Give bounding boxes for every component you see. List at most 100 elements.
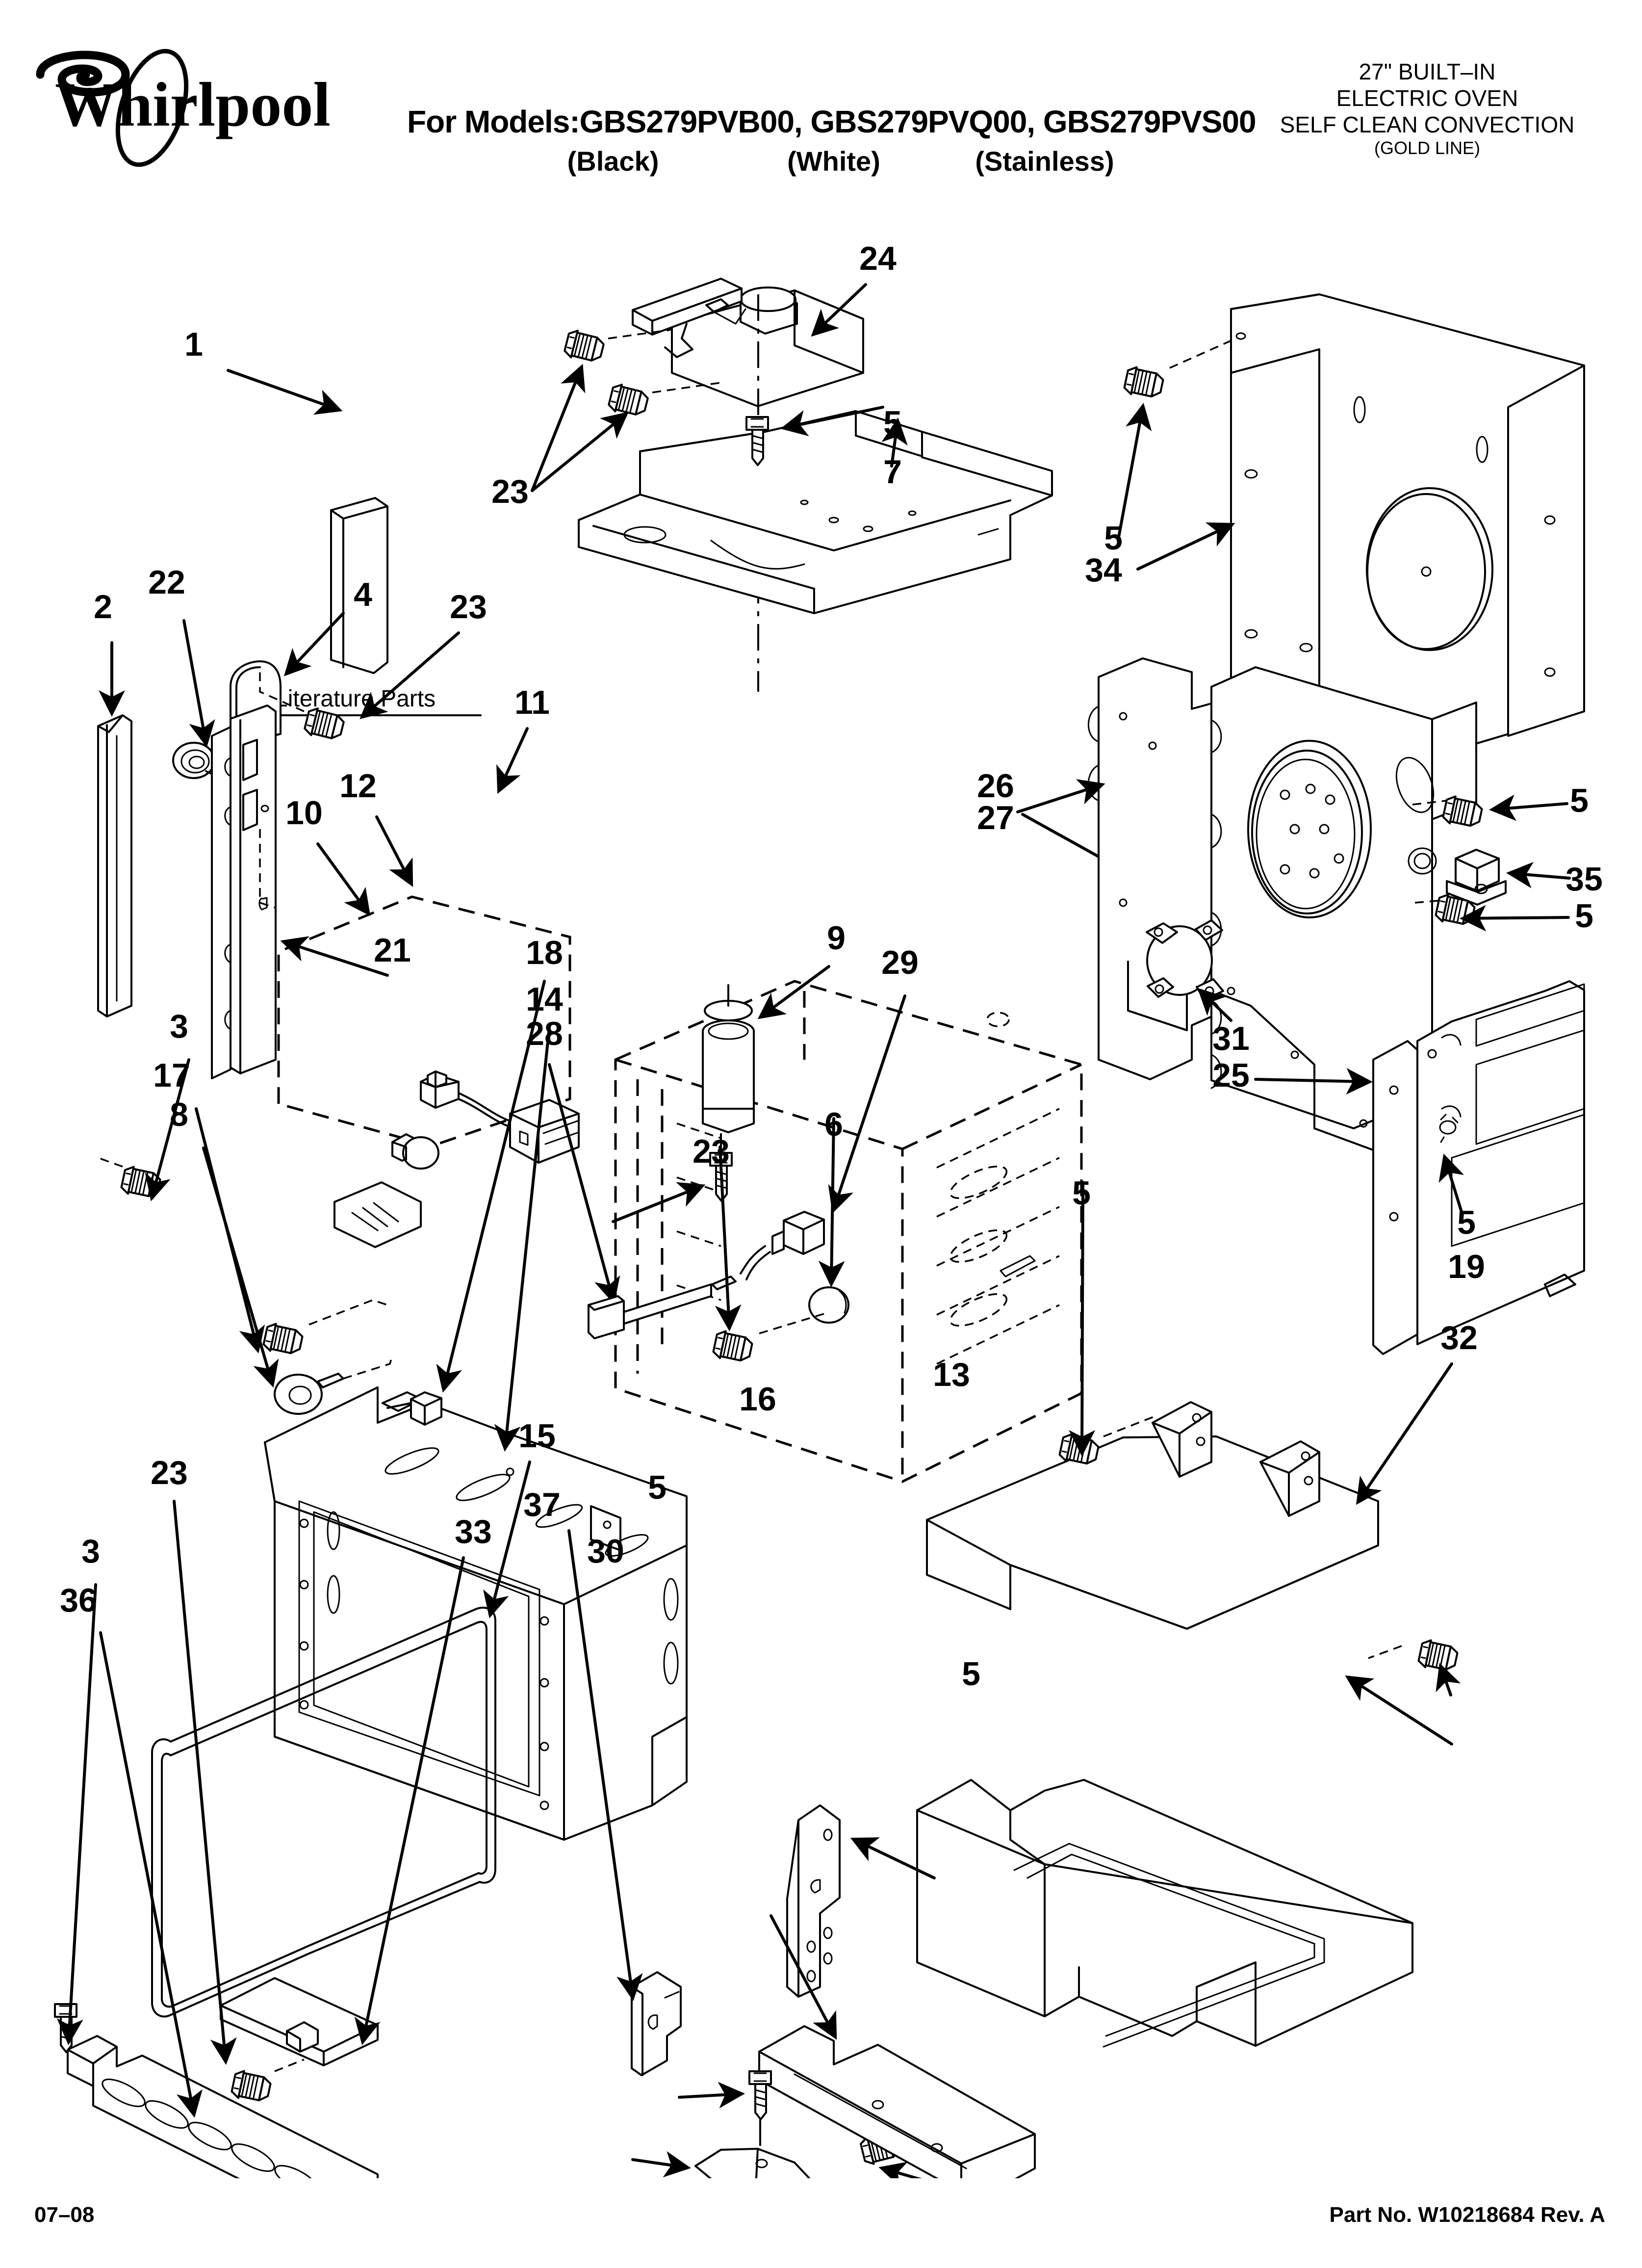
dash-23d xyxy=(274,2059,305,2072)
screw-23-bottom xyxy=(230,2068,273,2105)
leader-21 xyxy=(280,936,389,977)
callout-number-9: 9 xyxy=(827,919,846,957)
callout-number-17: 17 xyxy=(153,1057,190,1094)
product-spec: 27" BUILT–IN ELECTRIC OVEN SELF CLEAN CO… xyxy=(1211,59,1642,159)
leader-30 xyxy=(631,2151,691,2178)
spec-feature: SELF CLEAN CONVECTION xyxy=(1280,111,1575,137)
spec-type: ELECTRIC OVEN xyxy=(1336,85,1518,111)
leader-23a xyxy=(531,364,586,492)
part-rear-access-cover xyxy=(1372,980,1585,1355)
leader-24 xyxy=(811,283,867,337)
leader-5f xyxy=(1436,1663,1461,1696)
screw-5-rear xyxy=(1122,365,1166,401)
callout-number-16: 16 xyxy=(739,1381,776,1418)
dash-5c xyxy=(1412,800,1447,806)
leader-29 xyxy=(828,994,906,1214)
callout-number-23: 23 xyxy=(491,473,529,510)
callout-number-35: 35 xyxy=(1565,860,1603,898)
leader-22 xyxy=(182,619,215,748)
leader-14 xyxy=(494,1026,551,1452)
part-lamp-lens xyxy=(334,1181,422,1248)
dash-5f xyxy=(1368,1645,1402,1659)
part-door-latch-motor-assembly xyxy=(632,278,864,407)
literature-parts-label: Literature Parts xyxy=(275,686,436,712)
callout-number-19: 19 xyxy=(1448,1248,1485,1285)
callout-number-5: 5 xyxy=(962,1655,980,1693)
callout-number-27: 27 xyxy=(977,799,1014,836)
part-bottom-shield xyxy=(926,1401,1379,1630)
finish-stainless: (Stainless) xyxy=(975,146,1114,177)
callout-number-32: 32 xyxy=(1440,1319,1478,1356)
callout-number-31: 31 xyxy=(1212,1020,1250,1057)
leader-33 xyxy=(354,1556,465,2045)
leader-5d xyxy=(1460,905,1570,932)
callout-number-5: 5 xyxy=(1575,897,1593,935)
screw-23-cavity xyxy=(711,1329,755,1365)
leader-23b xyxy=(531,412,629,492)
leader-7 xyxy=(881,417,908,468)
leader-5b xyxy=(1117,403,1152,541)
part-oven-light-assembly xyxy=(277,895,580,1248)
callout-number-12: 12 xyxy=(339,767,377,805)
leader-15 xyxy=(483,1460,531,1618)
leader-5f-dummy xyxy=(1438,1153,1464,1213)
leader-28 xyxy=(548,1063,620,1304)
screw-23-left xyxy=(302,705,347,743)
callout-number-23: 23 xyxy=(151,1454,188,1491)
part-front-rail xyxy=(758,2025,1036,2178)
dash-23-left xyxy=(259,672,305,712)
part-oven-top-panel xyxy=(578,410,1053,614)
dash-5e xyxy=(1103,1416,1154,1437)
callout-number-3: 3 xyxy=(81,1533,100,1570)
leader-35 xyxy=(1506,861,1571,888)
callout-number-15: 15 xyxy=(518,1417,556,1455)
callout-number-24: 24 xyxy=(859,240,897,277)
leader-25 xyxy=(1254,1068,1373,1095)
callout-number-36: 36 xyxy=(60,1582,97,1619)
models-line: For Models:GBS279PVB00, GBS279PVQ00, GBS… xyxy=(407,104,1257,139)
part-oven-lamp xyxy=(391,1133,439,1170)
callout-number-5: 5 xyxy=(1457,1204,1476,1241)
leader-23d xyxy=(173,1500,237,2065)
callout-number-5: 5 xyxy=(648,1469,667,1506)
dash-5d xyxy=(1414,900,1438,904)
callout-number-30: 30 xyxy=(587,1533,624,1570)
callout-number-29: 29 xyxy=(881,944,919,981)
callout-number-28: 28 xyxy=(526,1015,563,1052)
screw-5-clip xyxy=(748,2070,772,2120)
dash-3-left xyxy=(98,1157,123,1168)
screw-3-bottom xyxy=(54,2003,77,2053)
dash-23-left2 xyxy=(259,829,275,909)
leader-10 xyxy=(316,842,371,916)
leader-16 xyxy=(770,1914,837,2040)
callout-number-21: 21 xyxy=(374,932,411,969)
screw-23-upper-a xyxy=(562,328,607,365)
part-door-handle-frame xyxy=(151,1607,496,2018)
callout-number-11: 11 xyxy=(514,684,550,721)
callout-number-5: 5 xyxy=(1072,1174,1091,1212)
part-cavity-plug xyxy=(808,1286,849,1324)
part-bracket-clip xyxy=(1446,849,1507,906)
part-rear-panel xyxy=(1230,293,1585,754)
leader-5h xyxy=(878,2162,922,2178)
leader-4 xyxy=(283,612,345,677)
callout-number-5: 5 xyxy=(883,404,902,442)
dash-8 xyxy=(343,1355,393,1380)
finish-white: (White) xyxy=(787,146,880,177)
callout-number-2: 2 xyxy=(94,588,112,626)
leader-3b xyxy=(56,1583,97,2045)
part-lamp-housing xyxy=(509,1099,580,1164)
part-vent-trim xyxy=(67,2035,379,2178)
screw-5-shield-right xyxy=(1416,1638,1460,1674)
leader-9-screw xyxy=(612,1182,706,1223)
part-leveling-foot xyxy=(274,1373,344,1415)
spec-size: 27" BUILT–IN xyxy=(1359,59,1496,84)
callout-number-34: 34 xyxy=(1085,551,1122,589)
leader-12 xyxy=(375,815,413,887)
leader-3a xyxy=(145,1058,190,1201)
callout-number-1: 1 xyxy=(184,326,203,363)
page-header: Whirlpool For Models:GBS279PVB00, GBS279… xyxy=(0,0,1642,206)
part-convection-fan-shroud xyxy=(702,984,755,1133)
callout-number-18: 18 xyxy=(526,934,563,971)
part-door-hinge-rail xyxy=(211,704,277,1079)
